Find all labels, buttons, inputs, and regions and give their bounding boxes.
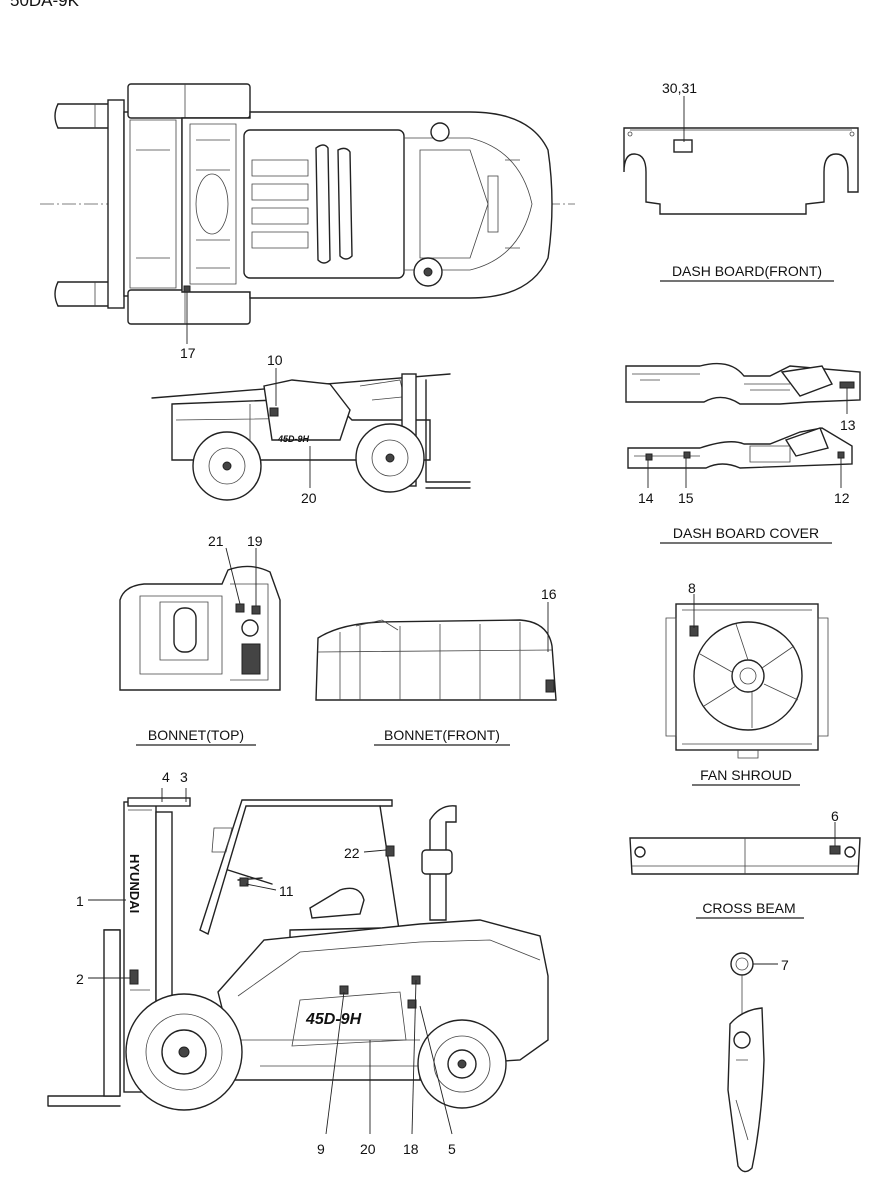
bonnet-front-drawing bbox=[315, 619, 557, 701]
dash-board-cover-drawing bbox=[625, 362, 861, 469]
view-label-bonnet-front: BONNET(FRONT) bbox=[384, 727, 500, 743]
callout-9: 9 bbox=[317, 1141, 325, 1157]
view-label-dash-board-cover: DASH BOARD COVER bbox=[673, 525, 819, 541]
callout-21: 21 bbox=[208, 533, 224, 549]
callout-6: 6 bbox=[831, 808, 839, 824]
callout-3: 3 bbox=[180, 769, 188, 785]
callout-1: 1 bbox=[76, 893, 84, 909]
callout-15: 15 bbox=[678, 490, 694, 506]
cross-beam-drawing bbox=[629, 837, 861, 875]
upper-side-view-drawing: 45D-9H bbox=[151, 373, 471, 501]
dash-board-front-drawing bbox=[623, 127, 859, 215]
callout-20-upper: 20 bbox=[301, 490, 317, 506]
model-code: 50DA-9K bbox=[10, 0, 80, 10]
callout-7: 7 bbox=[781, 957, 789, 973]
callout-12: 12 bbox=[834, 490, 850, 506]
callout-2: 2 bbox=[76, 971, 84, 987]
callout-17: 17 bbox=[180, 345, 196, 361]
view-label-fan-shroud: FAN SHROUD bbox=[700, 767, 792, 783]
callout-8: 8 bbox=[688, 580, 696, 596]
main-side-view-drawing: HYUNDAI 45D-9H bbox=[47, 797, 549, 1111]
view-label-bonnet-top: BONNET(TOP) bbox=[148, 727, 244, 743]
lever-drawing bbox=[727, 952, 765, 1173]
callout-14: 14 bbox=[638, 490, 654, 506]
view-label-cross-beam: CROSS BEAM bbox=[702, 900, 795, 916]
side-small-model-text: 45D-9H bbox=[277, 434, 310, 444]
callout-20-lower: 20 bbox=[360, 1141, 376, 1157]
bonnet-top-drawing bbox=[119, 565, 281, 691]
callout-16: 16 bbox=[541, 586, 557, 602]
callout-5: 5 bbox=[448, 1141, 456, 1157]
side-large-model-text: 45D-9H bbox=[305, 1011, 362, 1028]
callout-4: 4 bbox=[162, 769, 170, 785]
fan-shroud-drawing bbox=[665, 603, 829, 759]
view-label-dash-board-front: DASH BOARD(FRONT) bbox=[672, 263, 822, 279]
callout-10: 10 bbox=[267, 352, 283, 368]
callout-22: 22 bbox=[344, 845, 360, 861]
callout-18: 18 bbox=[403, 1141, 419, 1157]
callout-11: 11 bbox=[279, 883, 294, 899]
callout-30-31: 30,31 bbox=[662, 80, 697, 96]
mast-brand-text: HYUNDAI bbox=[127, 854, 142, 913]
callout-19: 19 bbox=[247, 533, 263, 549]
callout-13: 13 bbox=[840, 417, 856, 433]
top-view-drawing bbox=[40, 83, 575, 325]
